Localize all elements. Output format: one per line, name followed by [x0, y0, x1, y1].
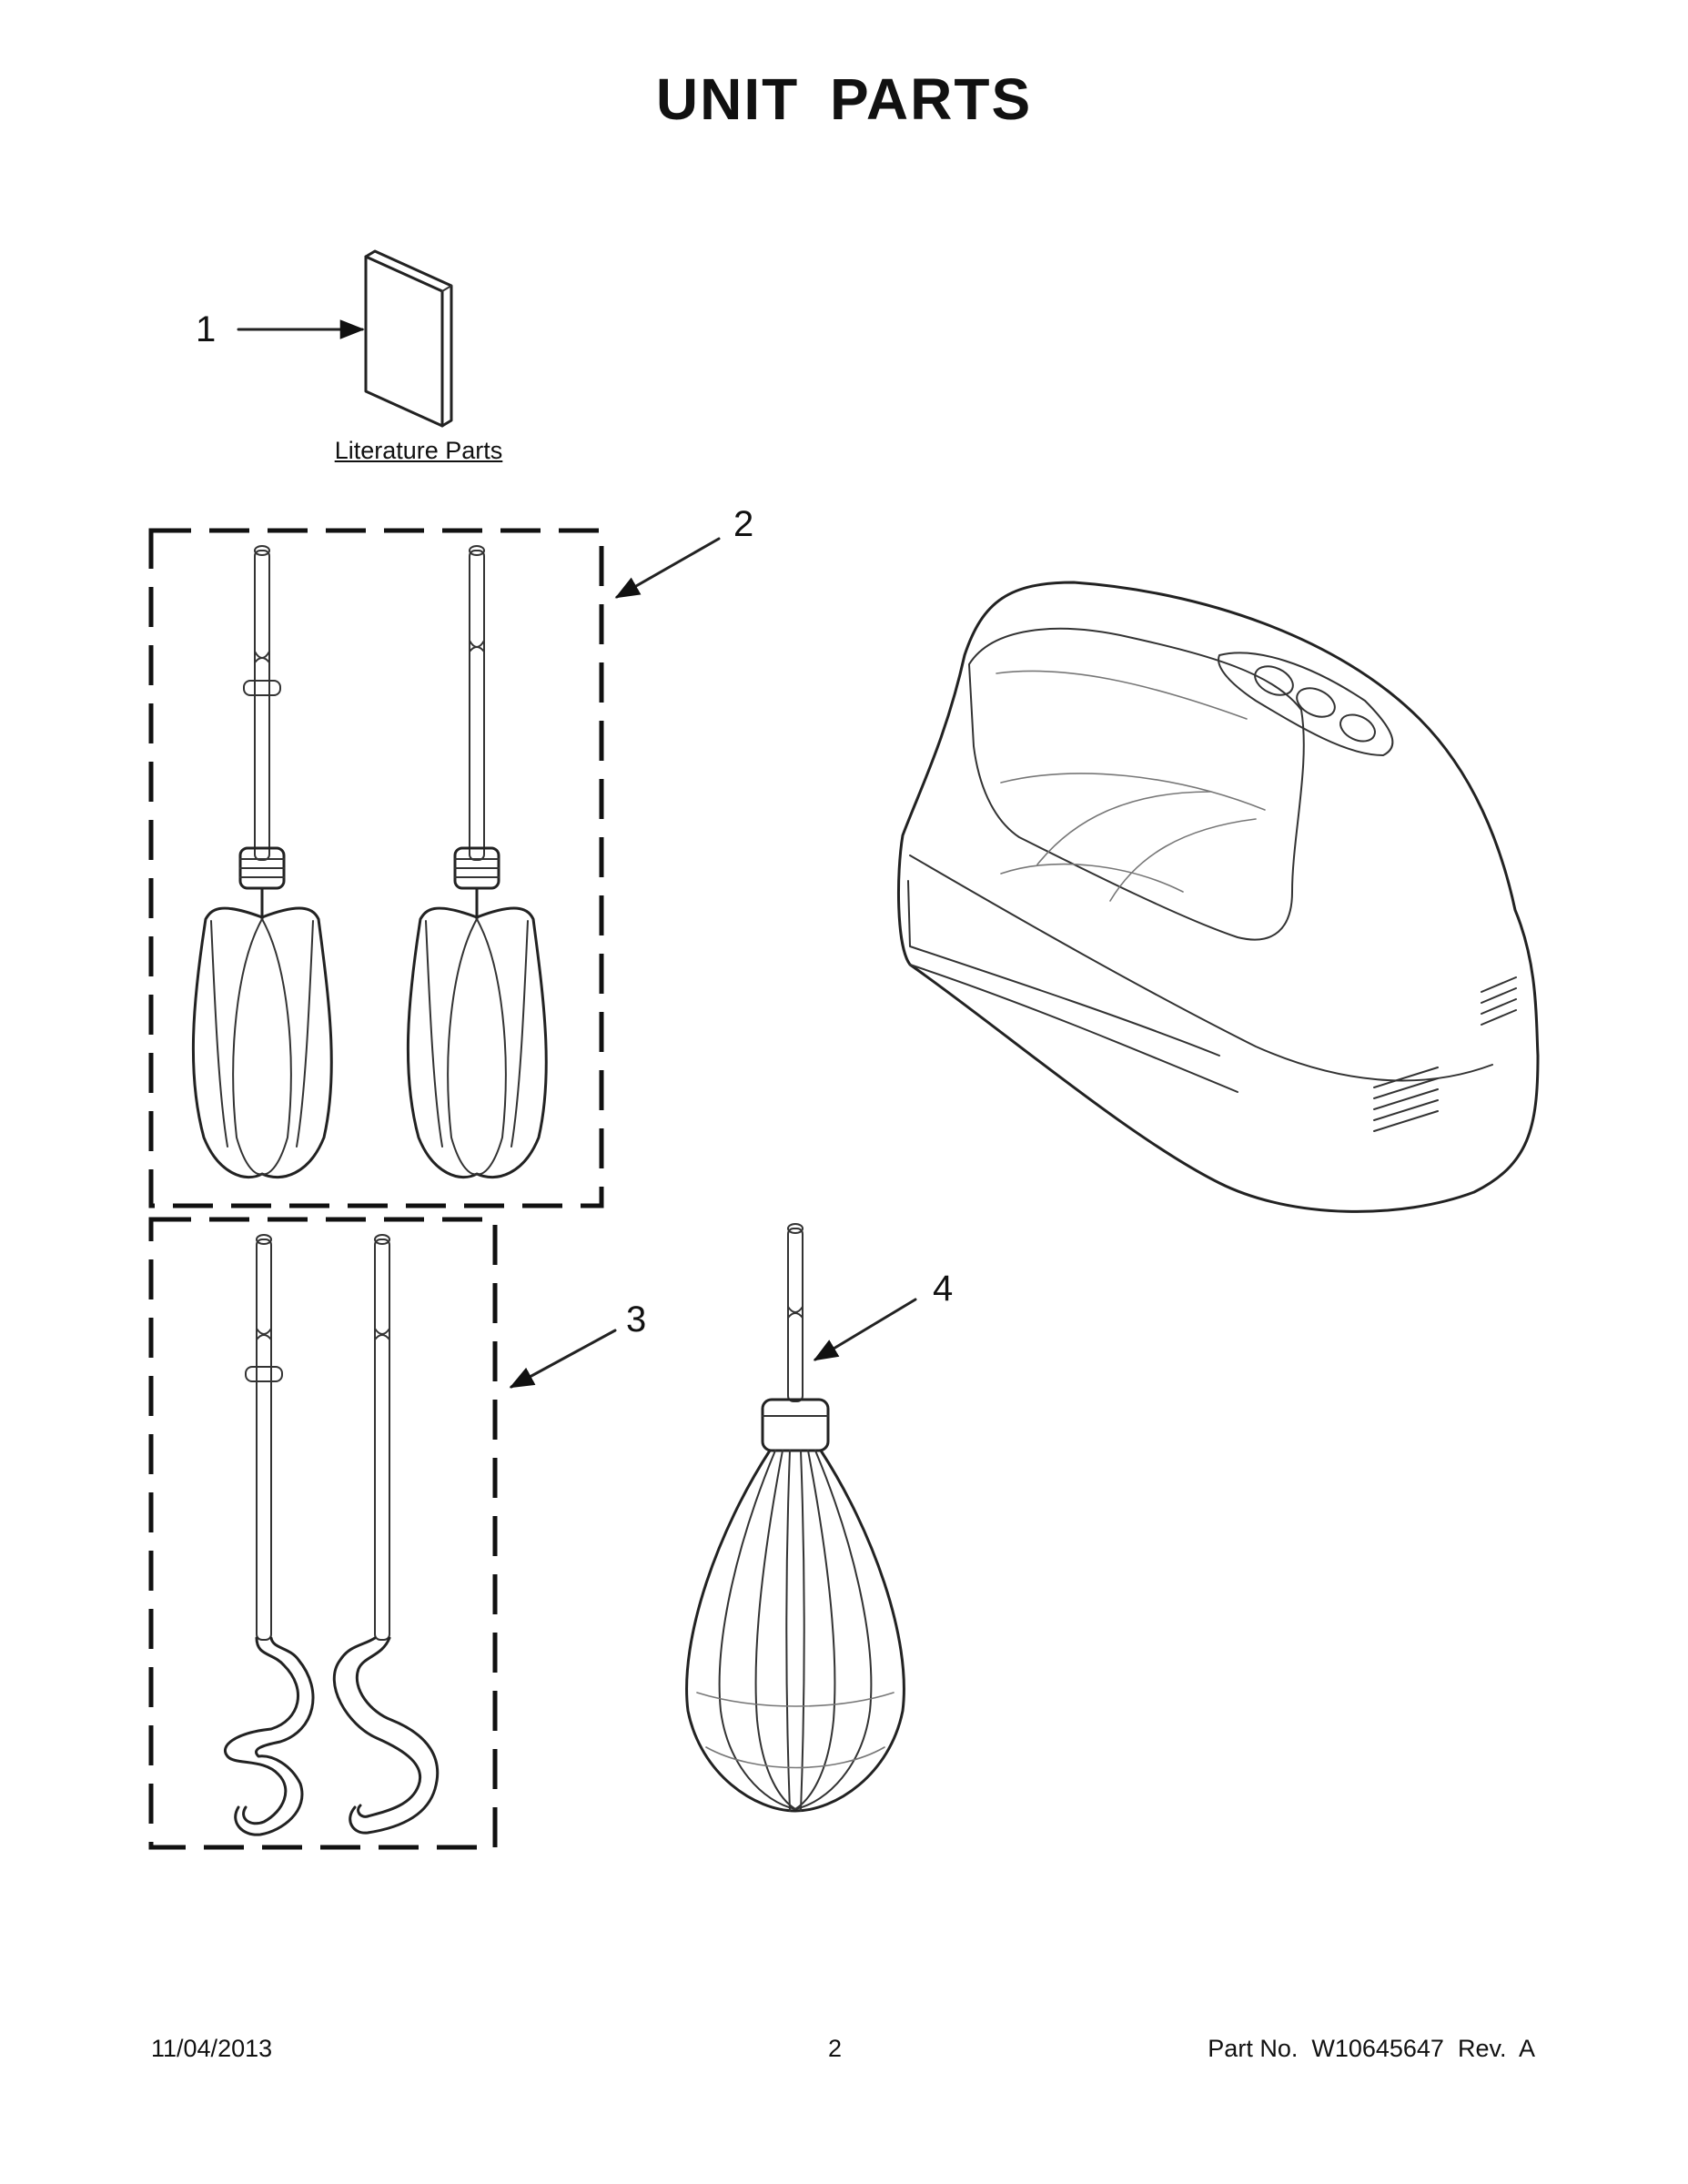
literature-parts-label: Literature Parts	[334, 437, 503, 464]
page-title: UNIT PARTS	[655, 66, 1033, 132]
beater-right-drawing	[406, 545, 548, 1179]
dough-hook-left-drawing	[224, 1234, 315, 1836]
beaters-group-box	[148, 528, 604, 1208]
callout-4-leader	[813, 1298, 917, 1361]
literature-booklet-drawing	[364, 249, 453, 428]
callout-3: 3	[626, 1299, 647, 1340]
footer-page-number: 2	[828, 2035, 843, 2062]
callout-1: 1	[196, 309, 217, 349]
callout-4: 4	[933, 1269, 954, 1309]
callout-2: 2	[733, 504, 754, 544]
hand-mixer-body-drawing	[896, 581, 1540, 1213]
footer-part-number: Part No. W10645647 Rev. A	[1208, 2035, 1535, 2062]
footer-date: 11/04/2013	[151, 2035, 273, 2062]
dough-hooks-group-box	[148, 1217, 498, 1850]
callout-3-leader	[509, 1329, 617, 1389]
dough-hook-right-drawing	[332, 1234, 440, 1835]
callout-2-leader	[614, 537, 721, 599]
beater-left-drawing	[191, 545, 333, 1179]
whisk-drawing	[685, 1223, 905, 1813]
